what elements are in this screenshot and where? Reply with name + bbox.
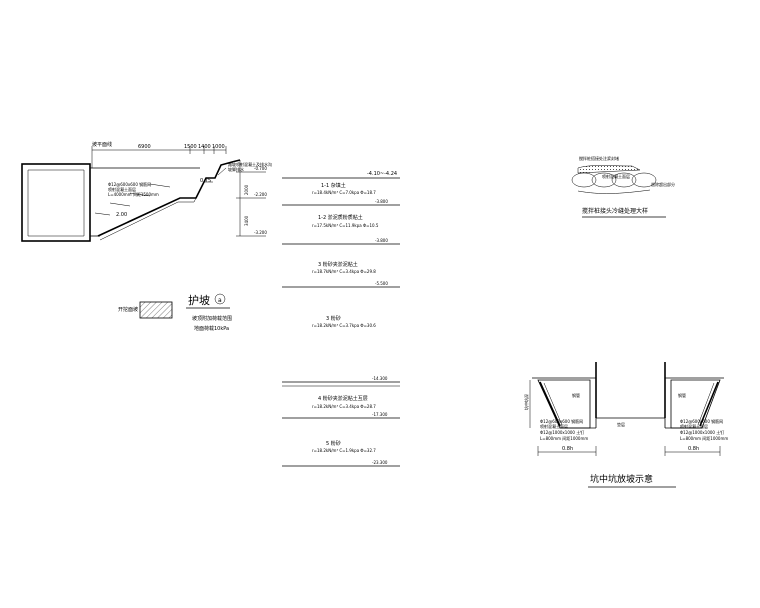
layer-5-level: -17.300 <box>372 412 388 417</box>
joint-note-top: 搅拌桩搭接处注浆封堵 <box>579 155 619 161</box>
slope-section: 坡平面线 6900 1500 1400 1000 路坡喷射混凝土及排水沟 坡脚排… <box>21 141 272 242</box>
layer-3-params: r=18.7kN/m³ C=3.4kpa Φ=29.8 <box>312 269 376 274</box>
building-outline <box>21 163 91 242</box>
layer-2-name: 1-2 淤泥质粉质粘土 <box>318 214 363 221</box>
strata-column: -4.10~-4.24 1-1 杂填土 r=18.4kN/m³ C=7.0kpa… <box>282 171 400 467</box>
pit-detail: 垫层 坑中坑深 钢管 钢管 Φ12@600x600 钢筋网 喷射混凝土面层 Φ1… <box>523 362 728 488</box>
dim-1400: 1400 <box>198 144 211 150</box>
vdim-1: 2000 <box>244 184 249 195</box>
pit-left-top: 钢管 <box>572 392 580 398</box>
dim-1500: 1500 <box>184 144 197 150</box>
pit-left-note-2: 喷射混凝土面层 <box>540 423 568 429</box>
joint-note-mid: 喷射混凝土面层 <box>602 173 630 179</box>
pit-left-note-4: L=800mm 间距1000mm <box>540 435 588 441</box>
vdim-2: 3400 <box>244 215 249 226</box>
pit-right-note-1: Φ12@600x600 钢筋网 <box>680 418 723 424</box>
anchor-note-2: 喷射混凝土面层 <box>108 186 136 192</box>
strata-top-level: -4.10~-4.24 <box>367 171 397 177</box>
pit-right-note-2: 喷射混凝土面层 <box>680 423 708 429</box>
legend-circle-mark: a <box>218 297 222 304</box>
layer-5-params: r=18.2kN/m³ C=3.4kpa Φ=28.7 <box>312 404 376 409</box>
pit-right-note-4: L=800mm 间距1000mm <box>680 435 728 441</box>
joint-detail-title: 搅拌桩接头冷缝处理大样 <box>582 207 648 215</box>
anchor-note-1: Φ12@600x600 钢筋网 <box>108 181 151 187</box>
dim-1000: 1000 <box>212 144 225 150</box>
layer-2-params: r=17.5kN/m³ C=11.9kpa Φ=10.5 <box>312 223 379 228</box>
layer-2-level: -3.800 <box>375 238 388 243</box>
legend-swatch-label: 开挖面坡 <box>118 306 138 313</box>
pit-right-top: 钢管 <box>678 392 686 398</box>
layer-1-level: -3.800 <box>375 199 388 204</box>
layer-5-name: 4 粉砂夹淤泥粘土互层 <box>318 395 368 402</box>
layer-4-params: r=18.2kN/m³ C=3.7kpa Φ=30.6 <box>312 323 376 328</box>
slope-line <box>97 159 241 237</box>
layer-6-level: -23.300 <box>372 460 388 465</box>
layer-1-name: 1-1 杂填土 <box>321 182 346 189</box>
slope-ratio-lower: 2.00 <box>116 212 127 218</box>
level-bottom: -3.200 <box>254 230 267 235</box>
slope-ratio-upper: 0.75 <box>200 178 211 184</box>
joint-note-bot: 凿除超出部分 <box>651 181 675 187</box>
legend-title: 护坡 <box>188 293 210 307</box>
anchor-note-3: L=4000mm 间距1500mm <box>108 191 159 197</box>
pit-depth-label: 坑中坑深 <box>523 394 529 410</box>
level-mid: -2.200 <box>254 192 267 197</box>
pit-dim-right: 0.8h <box>688 446 699 452</box>
ground-line-label: 坡平面线 <box>92 141 112 148</box>
layer-3-level: -5.500 <box>375 281 388 286</box>
pit-bottom-label: 垫层 <box>617 421 625 427</box>
layer-3-name: 3 粉砂夹淤泥粘土 <box>318 261 358 268</box>
dim-6900: 6900 <box>138 144 151 150</box>
legend: 开挖面坡 护坡 a 坡顶附加荷载范围 地面荷载10kPa <box>118 293 232 332</box>
layer-4-name: 3 粉砂 <box>326 315 341 322</box>
layer-6-params: r=18.2kN/m³ C=1.9kpa Φ=32.7 <box>312 448 376 453</box>
hatch-swatch <box>139 301 173 319</box>
legend-sub-2: 地面荷载10kPa <box>194 325 229 332</box>
pit-right-note-3: Φ12@1000x1000 土钉 <box>680 429 724 435</box>
layer-4-level: -14.300 <box>372 376 388 381</box>
bench-note: 路坡喷射混凝土及排水沟 <box>228 161 272 167</box>
pit-dim-left: 0.8h <box>562 446 573 452</box>
layer-1-params: r=18.4kN/m³ C=7.0kpa Φ=18.7 <box>312 190 376 195</box>
legend-circle <box>214 293 226 305</box>
pit-left-note-1: Φ12@600x600 钢筋网 <box>540 418 583 424</box>
joint-detail: 搅拌桩搭接处注浆封堵 喷射混凝土面层 凿除超出部分 搅拌桩接头冷缝处理大样 <box>571 155 675 218</box>
bench-note-2: 坡脚排水 <box>228 166 244 172</box>
legend-sub-1: 坡顶附加荷载范围 <box>192 315 232 322</box>
pit-left-note-3: Φ12@1000x1000 土钉 <box>540 429 584 435</box>
pit-detail-title: 坑中坑放坡示意 <box>590 473 653 485</box>
level-top: -0.700 <box>254 166 267 171</box>
layer-6-name: 5 粉砂 <box>326 440 341 447</box>
